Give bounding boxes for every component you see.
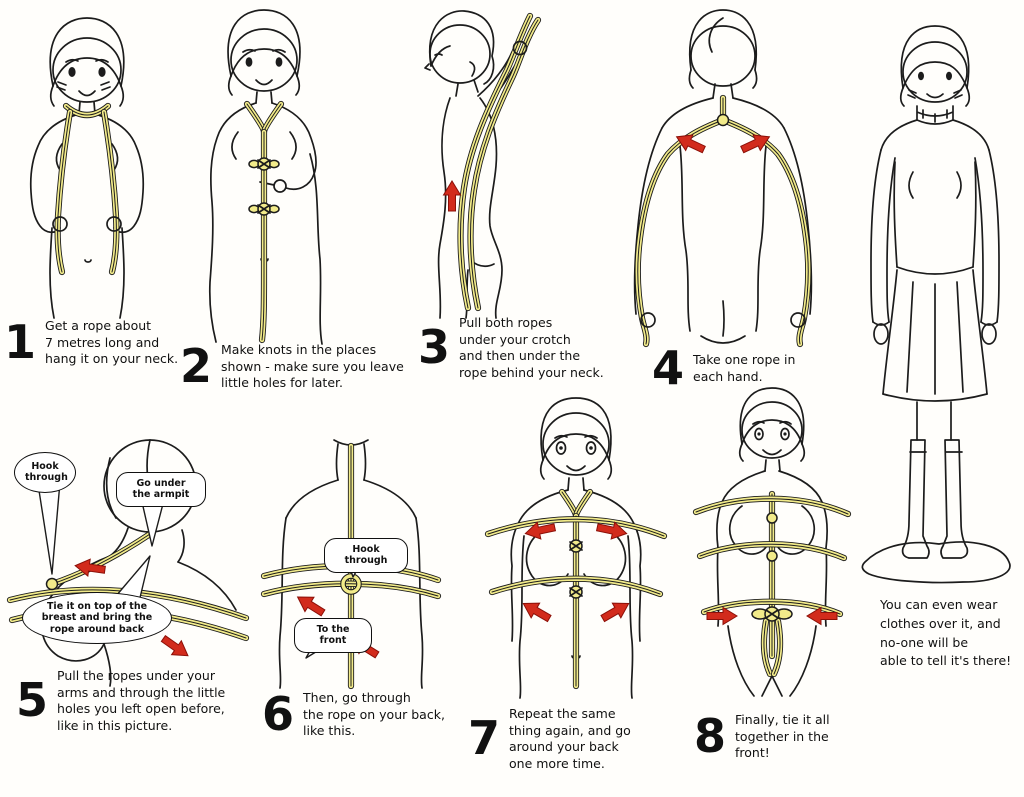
hand: [512, 40, 528, 56]
step-5-text: Pull the ropes under your arms and throu…: [57, 668, 226, 733]
step-5-number: 5: [16, 673, 49, 728]
rope: [461, 16, 538, 308]
figure-step-2: [208, 9, 323, 345]
figure-step-4: [633, 9, 813, 351]
red-arrow-icon: [600, 602, 630, 623]
rope: [488, 492, 664, 686]
closing-note: You can even wear clothes over it, and n…: [880, 597, 1012, 669]
body-outline: [899, 25, 971, 107]
speech-bubble-hook-through-1: Hook through: [14, 452, 76, 493]
rope: [58, 106, 117, 272]
caption-step-4: 4 Take one rope in each hand.: [652, 341, 796, 395]
speech-bubble-tie-on-top: Tie it on top of the breast and bring th…: [22, 592, 172, 645]
rope: [264, 446, 438, 686]
figure-step-1: [29, 17, 145, 319]
figure-step-7: [458, 397, 693, 699]
red-arrow-icon: [740, 134, 771, 154]
hands: [52, 216, 122, 232]
caption-step-2: 2 Make knots in the places shown - make …: [180, 342, 404, 392]
step-8-number: 8: [694, 709, 727, 764]
rope: [10, 534, 246, 638]
step-1-number: 1: [4, 315, 37, 370]
body-outline: [29, 17, 145, 319]
step-8-text: Finally, tie it all together in the fron…: [735, 712, 830, 760]
red-arrow-icon: [706, 606, 738, 626]
speech-bubble-hook-through-2: Hook through: [324, 538, 408, 573]
figure-step-8: [672, 387, 872, 697]
ground-shadow: [861, 541, 1011, 584]
caption-step-7: 7 Repeat the same thing again, and go ar…: [468, 706, 631, 772]
body-outline: [633, 9, 813, 344]
step-3-number: 3: [418, 320, 451, 375]
boots: [901, 401, 969, 559]
step-7-number: 7: [468, 711, 501, 766]
step-7-text: Repeat the same thing again, and go arou…: [509, 706, 631, 771]
step-4-number: 4: [652, 341, 685, 395]
red-arrow-icon: [296, 596, 326, 617]
red-arrow-icon: [74, 558, 106, 577]
red-arrow-up-icon: [442, 180, 462, 212]
caption-step-5: 5 Pull the ropes under your arms and thr…: [16, 668, 225, 734]
sweater: [870, 105, 1000, 345]
body-outline: [510, 397, 642, 699]
step-1-text: Get a rope about 7 metres long and hang …: [45, 318, 179, 366]
red-arrow-icon: [675, 134, 706, 154]
rope: [247, 104, 281, 340]
step-2-text: Make knots in the places shown - make su…: [221, 342, 404, 390]
red-arrow-icon: [806, 606, 838, 626]
red-arrow-icon: [524, 521, 557, 540]
speech-bubble-go-under-armpit: Go under the armpit: [116, 472, 206, 507]
figure-clothed: [861, 25, 1011, 584]
bubble-tail: [141, 499, 165, 547]
step-3-text: Pull both ropes under your crotch and th…: [459, 315, 604, 380]
caption-step-3: 3 Pull both ropes under your crotch and …: [418, 315, 604, 381]
step-4-text: Take one rope in each hand.: [693, 352, 796, 384]
body-outline: [208, 9, 323, 345]
step-2-number: 2: [180, 339, 213, 394]
caption-step-6: 6 Then, go through the rope on your back…: [262, 690, 445, 740]
rope: [638, 98, 808, 344]
bubble-tail: [37, 481, 61, 575]
red-arrow-icon: [160, 634, 189, 657]
step-6-number: 6: [262, 687, 295, 742]
step-6-text: Then, go through the rope on your back, …: [303, 690, 445, 738]
speech-bubble-to-the-front: To the front: [294, 618, 372, 653]
caption-step-8: 8 Finally, tie it all together in the fr…: [694, 712, 830, 762]
skirt: [882, 269, 988, 402]
red-arrow-icon: [522, 602, 552, 623]
red-arrow-icon: [595, 521, 628, 540]
caption-step-1: 1 Get a rope about 7 metres long and han…: [4, 318, 178, 368]
hands: [640, 312, 806, 328]
rope: [696, 494, 848, 674]
figure-step-3: [424, 10, 583, 319]
rope-knots: [248, 157, 280, 216]
